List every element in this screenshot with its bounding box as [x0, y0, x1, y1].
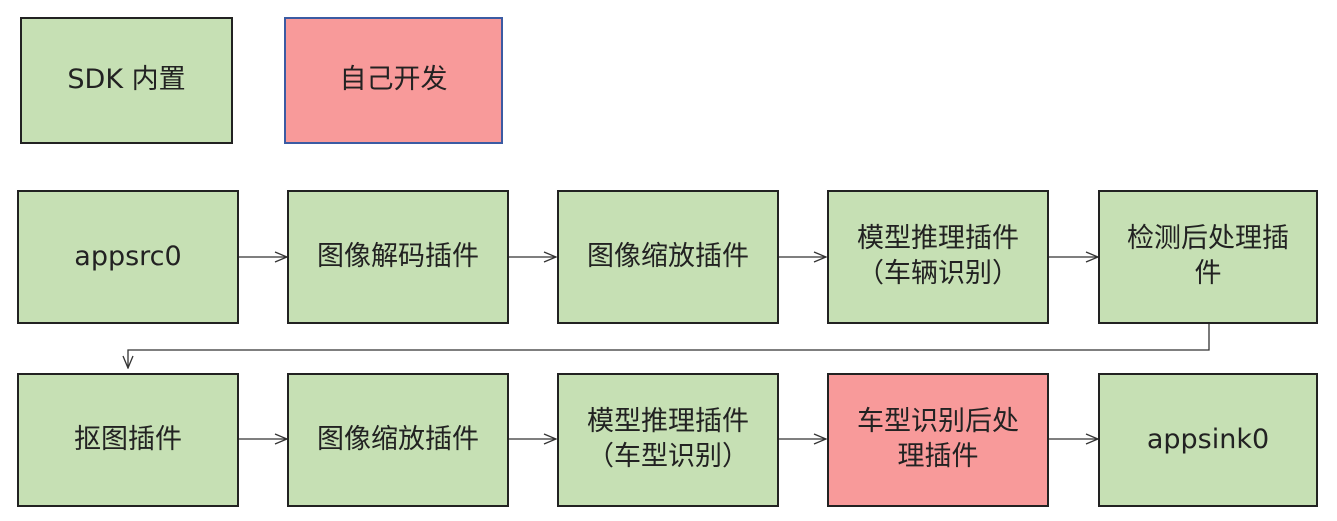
node-vehicle-type-postprocess-plugin-label: 车型识别后处 — [857, 406, 1019, 438]
node-vehicle-type-postprocess-plugin: 车型识别后处 理插件 — [827, 373, 1049, 507]
node-vehicle-type-inference-plugin-sublabel: （车型识别） — [587, 441, 749, 472]
node-appsrc0: appsrc0 — [17, 190, 239, 324]
node-detection-postprocess-plugin-sublabel: 件 — [1194, 258, 1222, 289]
node-image-decode-plugin-label: 图像解码插件 — [317, 240, 479, 272]
node-vehicle-type-inference-plugin-label: 模型推理插件 — [587, 406, 749, 438]
arrow-postprocess-to-crop — [128, 324, 1210, 368]
node-vehicle-inference-plugin-sublabel: （车辆识别） — [857, 258, 1019, 289]
node-detection-postprocess-plugin: 检测后处理插 件 — [1098, 190, 1318, 324]
node-image-resize-plugin-label: 图像缩放插件 — [587, 240, 749, 272]
node-image-resize-plugin-2-label: 图像缩放插件 — [317, 423, 479, 455]
node-image-resize-plugin: 图像缩放插件 — [557, 190, 779, 324]
node-detection-postprocess-plugin-label: 检测后处理插 — [1127, 223, 1289, 255]
node-crop-plugin: 抠图插件 — [17, 373, 239, 507]
node-image-decode-plugin: 图像解码插件 — [287, 190, 509, 324]
legend-sdk-builtin: SDK 内置 — [20, 17, 233, 144]
node-vehicle-inference-plugin: 模型推理插件 （车辆识别） — [827, 190, 1049, 324]
legend-self-developed: 自己开发 — [284, 17, 503, 144]
node-appsink0-label: appsink0 — [1146, 423, 1270, 455]
node-vehicle-type-inference-plugin: 模型推理插件 （车型识别） — [557, 373, 779, 507]
node-appsink0: appsink0 — [1098, 373, 1318, 507]
node-vehicle-type-postprocess-plugin-sublabel: 理插件 — [897, 441, 979, 472]
node-vehicle-inference-plugin-label: 模型推理插件 — [857, 223, 1019, 255]
node-image-resize-plugin-2: 图像缩放插件 — [287, 373, 509, 507]
legend-self-developed-label: 自己开发 — [339, 64, 448, 96]
node-crop-plugin-label: 抠图插件 — [74, 423, 182, 455]
node-appsrc0-label: appsrc0 — [74, 240, 182, 272]
legend-sdk-builtin-label: SDK 内置 — [67, 64, 186, 96]
